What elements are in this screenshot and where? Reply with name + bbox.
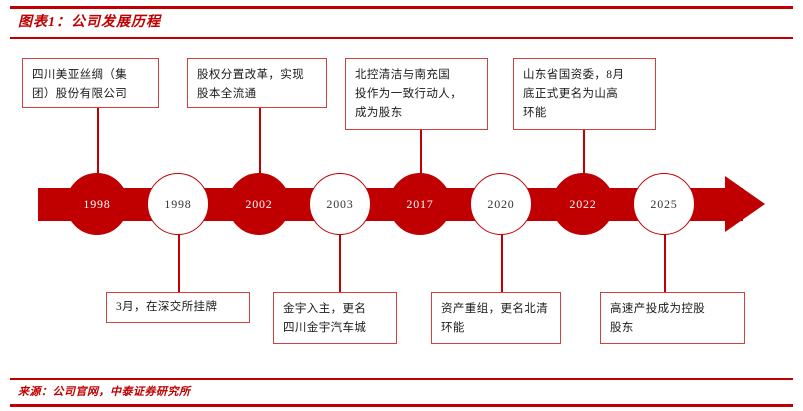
timeline-node-2020[interactable]: 2020 xyxy=(470,173,532,235)
timeline-track: 1998 1998 2002 2003 2017 2020 2022 2025 xyxy=(0,160,803,250)
callout-line: 高速产投成为控股 xyxy=(610,303,706,315)
callout-line: 投作为一致行动人， xyxy=(355,88,463,100)
callout-line: 四川金宇汽车城 xyxy=(283,322,367,334)
callout-box-top-2: 股权分置改革，实现 股本全流通 xyxy=(187,58,327,108)
timeline-node-1998-b[interactable]: 1998 xyxy=(147,173,209,235)
header-rule-bottom xyxy=(10,37,793,39)
page-title: 图表1：公司发展历程 xyxy=(18,15,161,30)
callout-box-bottom-4: 高速产投成为控股 股东 xyxy=(600,292,745,344)
callout-line: 环能 xyxy=(441,322,465,334)
header-rule-top xyxy=(10,6,793,9)
connector-stem-top-2 xyxy=(259,108,261,175)
callout-line: 团）股份有限公司 xyxy=(32,88,128,100)
timeline-node-year: 2020 xyxy=(487,196,515,211)
connector-stem-bottom-2 xyxy=(339,235,341,292)
connector-stem-bottom-4 xyxy=(664,235,666,292)
connector-stem-bottom-3 xyxy=(501,235,503,292)
callout-line: 股东 xyxy=(610,322,634,334)
footer-rule-top xyxy=(10,378,793,380)
callout-box-top-1: 四川美亚丝绸（集 团）股份有限公司 xyxy=(22,58,159,108)
timeline-node-2025[interactable]: 2025 xyxy=(633,173,695,235)
connector-stem-top-4 xyxy=(583,130,585,175)
callout-line: 资产重组，更名北清 xyxy=(441,303,549,315)
timeline-node-year: 2002 xyxy=(245,196,273,211)
callout-box-top-4: 山东省国资委，8月 底正式更名为山高 环能 xyxy=(513,58,656,130)
figure-source: 来源：公司官网，中泰证券研究所 xyxy=(18,386,191,398)
connector-stem-bottom-1 xyxy=(178,235,180,292)
callout-line: 四川美亚丝绸（集 xyxy=(32,69,128,81)
connector-stem-top-1 xyxy=(97,108,99,175)
timeline-arrow-head-icon xyxy=(725,176,765,232)
timeline-node-2017[interactable]: 2017 xyxy=(389,173,451,235)
timeline-node-2002[interactable]: 2002 xyxy=(228,173,290,235)
timeline-node-year: 2003 xyxy=(326,196,354,211)
callout-line: 北控清洁与南充国 xyxy=(355,69,451,81)
timeline-node-1998-a[interactable]: 1998 xyxy=(66,173,128,235)
callout-box-bottom-1: 3月，在深交所挂牌 xyxy=(106,292,250,323)
footer-rule-bottom xyxy=(10,404,793,407)
callout-line: 金宇入主，更名 xyxy=(283,303,367,315)
timeline-node-year: 1998 xyxy=(164,196,192,211)
callout-line: 底正式更名为山高 xyxy=(523,88,619,100)
callout-line: 股本全流通 xyxy=(197,88,257,100)
callout-line: 股权分置改革，实现 xyxy=(197,69,305,81)
timeline-node-year: 2022 xyxy=(569,196,597,211)
timeline-node-2003[interactable]: 2003 xyxy=(309,173,371,235)
connector-stem-top-3 xyxy=(420,130,422,175)
callout-box-top-3: 北控清洁与南充国 投作为一致行动人， 成为股东 xyxy=(345,58,488,130)
timeline-node-year: 2025 xyxy=(650,196,678,211)
callout-box-bottom-3: 资产重组，更名北清 环能 xyxy=(431,292,561,344)
callout-line: 3月，在深交所挂牌 xyxy=(116,301,218,313)
callout-line: 环能 xyxy=(523,107,547,119)
timeline-node-2022[interactable]: 2022 xyxy=(552,173,614,235)
callout-box-bottom-2: 金宇入主，更名 四川金宇汽车城 xyxy=(273,292,397,344)
callout-line: 成为股东 xyxy=(355,107,403,119)
timeline-node-year: 2017 xyxy=(406,196,434,211)
callout-line: 山东省国资委，8月 xyxy=(523,69,625,81)
timeline-node-year: 1998 xyxy=(83,196,111,211)
